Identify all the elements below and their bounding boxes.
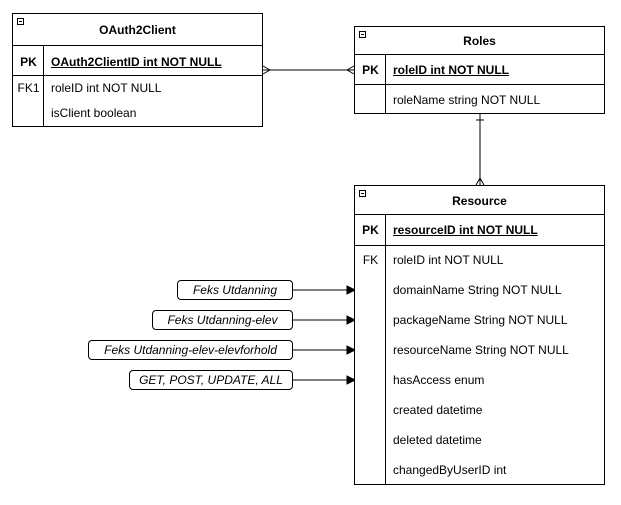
pk-field: OAuth2ClientID int NOT NULL (51, 55, 222, 69)
field-roleid: roleID int NOT NULL (51, 81, 162, 95)
relation-roles-resource (475, 114, 485, 186)
entity-title: Resource (452, 194, 507, 208)
collapse-icon[interactable] (359, 31, 366, 38)
entity-oauth2client[interactable]: OAuth2Client PK OAuth2ClientID int NOT N… (12, 13, 263, 127)
field-created: created datetime (393, 403, 483, 417)
field-roleid: roleID int NOT NULL (393, 253, 504, 267)
field-hasaccess: hasAccess enum (393, 373, 485, 387)
pk-field: resourceID int NOT NULL (393, 223, 538, 237)
pk-label: PK (362, 63, 379, 77)
collapse-icon[interactable] (359, 190, 366, 197)
collapse-icon[interactable] (17, 18, 24, 25)
entity-resource[interactable]: Resource PK resourceID int NOT NULL FK r… (354, 185, 605, 485)
pk-label: PK (20, 55, 37, 69)
pk-field: roleID int NOT NULL (393, 63, 509, 77)
entity-title: Roles (463, 34, 496, 48)
field-rolename: roleName string NOT NULL (393, 93, 541, 107)
entity-title: OAuth2Client (99, 23, 176, 37)
note-utdanning-elev-elevforhold[interactable]: Feks Utdanning-elev-elevforhold (88, 340, 293, 360)
note-utdanning-elev[interactable]: Feks Utdanning-elev (152, 310, 293, 330)
field-deleted: deleted datetime (393, 433, 482, 447)
entity-roles[interactable]: Roles PK roleID int NOT NULL roleName st… (354, 26, 605, 114)
relation-oauth2client-roles (262, 65, 355, 75)
field-packagename: packageName String NOT NULL (393, 313, 568, 327)
note-arrows (293, 285, 357, 385)
field-resourcename: resourceName String NOT NULL (393, 343, 569, 357)
field-isclient: isClient boolean (51, 106, 137, 120)
note-http-methods[interactable]: GET, POST, UPDATE, ALL (129, 370, 293, 390)
field-changedbyuserid: changedByUserID int (393, 463, 507, 477)
note-utdanning[interactable]: Feks Utdanning (177, 280, 293, 300)
fk-label: FK (362, 253, 379, 267)
field-domainname: domainName String NOT NULL (393, 283, 562, 297)
fk-label: FK1 (17, 81, 40, 95)
pk-label: PK (362, 223, 379, 237)
